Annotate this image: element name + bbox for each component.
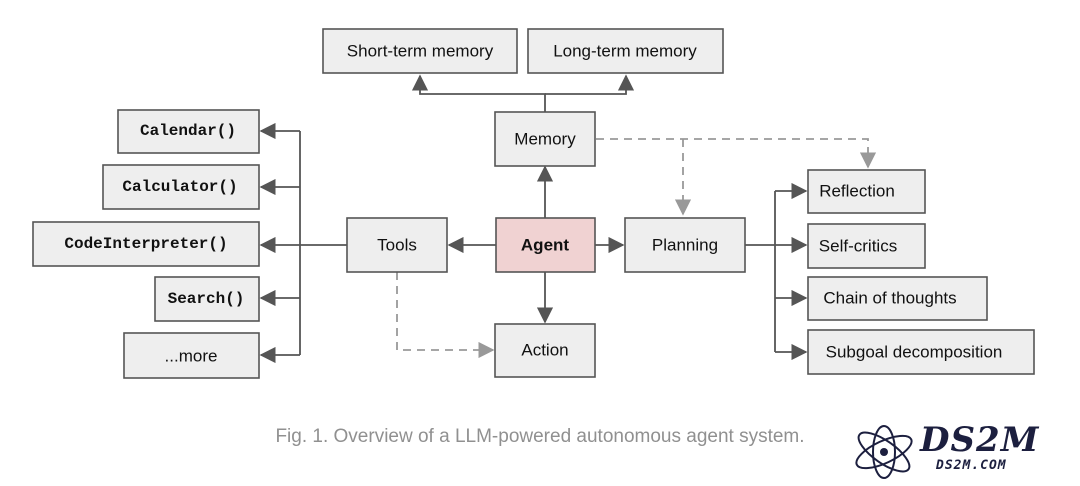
agent-node: Agent (495, 217, 596, 273)
planning-node: Planning (624, 217, 746, 273)
memory-to-reflection-dashed-edge (596, 138, 877, 169)
action-label: Action (521, 341, 568, 360)
more-label: ...more (165, 347, 218, 366)
tools-node: Tools (346, 217, 448, 273)
action-node: Action (494, 323, 596, 378)
chain-of-thoughts-label: Chain of thoughts (823, 289, 956, 308)
search-label: Search() (168, 290, 245, 308)
subgoal-decomposition-label: Subgoal decomposition (826, 343, 1003, 362)
self-critics-node: Self-critics (807, 223, 926, 269)
reflection-node: Reflection (807, 169, 926, 214)
self-critics-label: Self-critics (819, 237, 897, 256)
search-node: Search() (154, 276, 260, 322)
calculator-node: Calculator() (102, 164, 260, 210)
memory-node: Memory (494, 111, 596, 167)
calendar-node: Calendar() (117, 109, 260, 154)
chain-of-thoughts-node: Chain of thoughts (807, 276, 988, 321)
short-term-memory-node: Short-term memory (322, 28, 518, 74)
memory-label: Memory (514, 130, 576, 149)
tools-label: Tools (377, 236, 417, 255)
memory-to-long-term-edge (545, 74, 635, 95)
long-term-memory-label: Long-term memory (553, 42, 697, 61)
calculator-label: Calculator() (122, 178, 237, 196)
agent-label: Agent (521, 236, 570, 255)
figure-caption: Fig. 1. Overview of a LLM-powered autono… (275, 426, 805, 447)
subgoal-decomposition-node: Subgoal decomposition (807, 329, 1035, 375)
short-term-memory-label: Short-term memory (347, 42, 494, 61)
planning-label: Planning (652, 236, 718, 255)
atom-logo-icon (855, 425, 913, 479)
codeinterpreter-label: CodeInterpreter() (64, 235, 227, 253)
tools-to-action-dashed-edge (396, 272, 495, 359)
watermark-site: DS2M.COM (936, 458, 1007, 473)
memory-to-short-term-edge (411, 74, 546, 112)
long-term-memory-node: Long-term memory (527, 28, 724, 74)
watermark-logo: DS2M (920, 420, 1040, 460)
reflection-label: Reflection (819, 182, 895, 201)
codeinterpreter-node: CodeInterpreter() (32, 221, 260, 267)
more-node: ...more (123, 332, 260, 379)
calendar-label: Calendar() (140, 122, 236, 140)
